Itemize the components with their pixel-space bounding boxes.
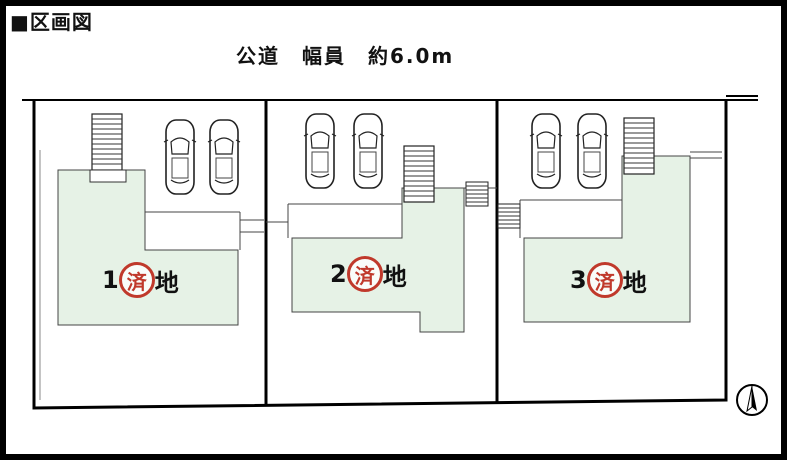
lot-2-sold-stamp: 済 <box>346 256 383 292</box>
lot-2-label: 2 済 地 <box>330 256 407 292</box>
lot-2-suffix: 地 <box>382 262 407 291</box>
stairs-icon <box>465 181 489 207</box>
car-icon <box>575 113 609 189</box>
lot-3-drawing <box>497 113 722 323</box>
page-title: ■区画図 <box>10 10 93 34</box>
lot-3-number: 3 <box>570 266 587 294</box>
lot-1-building <box>57 169 239 326</box>
lot-3-suffix: 地 <box>622 268 647 297</box>
lot-3-sold-stamp: 済 <box>586 262 623 298</box>
car-icon <box>163 119 197 195</box>
lot-1-number: 1 <box>102 266 119 294</box>
lot-1-suffix: 地 <box>154 268 179 297</box>
car-icon <box>529 113 563 189</box>
car-icon <box>351 113 385 189</box>
lot-3-label: 3 済 地 <box>570 262 647 298</box>
road-label: 公道 幅員 約6.0m <box>236 44 455 68</box>
lot-3-building <box>523 155 691 323</box>
car-icon <box>207 119 241 195</box>
north-arrow-icon <box>736 384 768 416</box>
stairs-icon <box>497 203 521 229</box>
car-icon <box>303 113 337 189</box>
stairs-icon <box>403 145 435 203</box>
lot-2-number: 2 <box>330 260 347 288</box>
lot-1-drawing <box>39 113 264 400</box>
lot-boundaries <box>32 100 728 410</box>
stairs-icon <box>91 113 123 171</box>
lot-2-drawing <box>266 113 497 333</box>
lot-1-sold-stamp: 済 <box>118 262 155 298</box>
lot-2-building <box>291 187 465 333</box>
lot-1-label: 1 済 地 <box>102 262 179 298</box>
stairs-icon <box>623 117 655 175</box>
